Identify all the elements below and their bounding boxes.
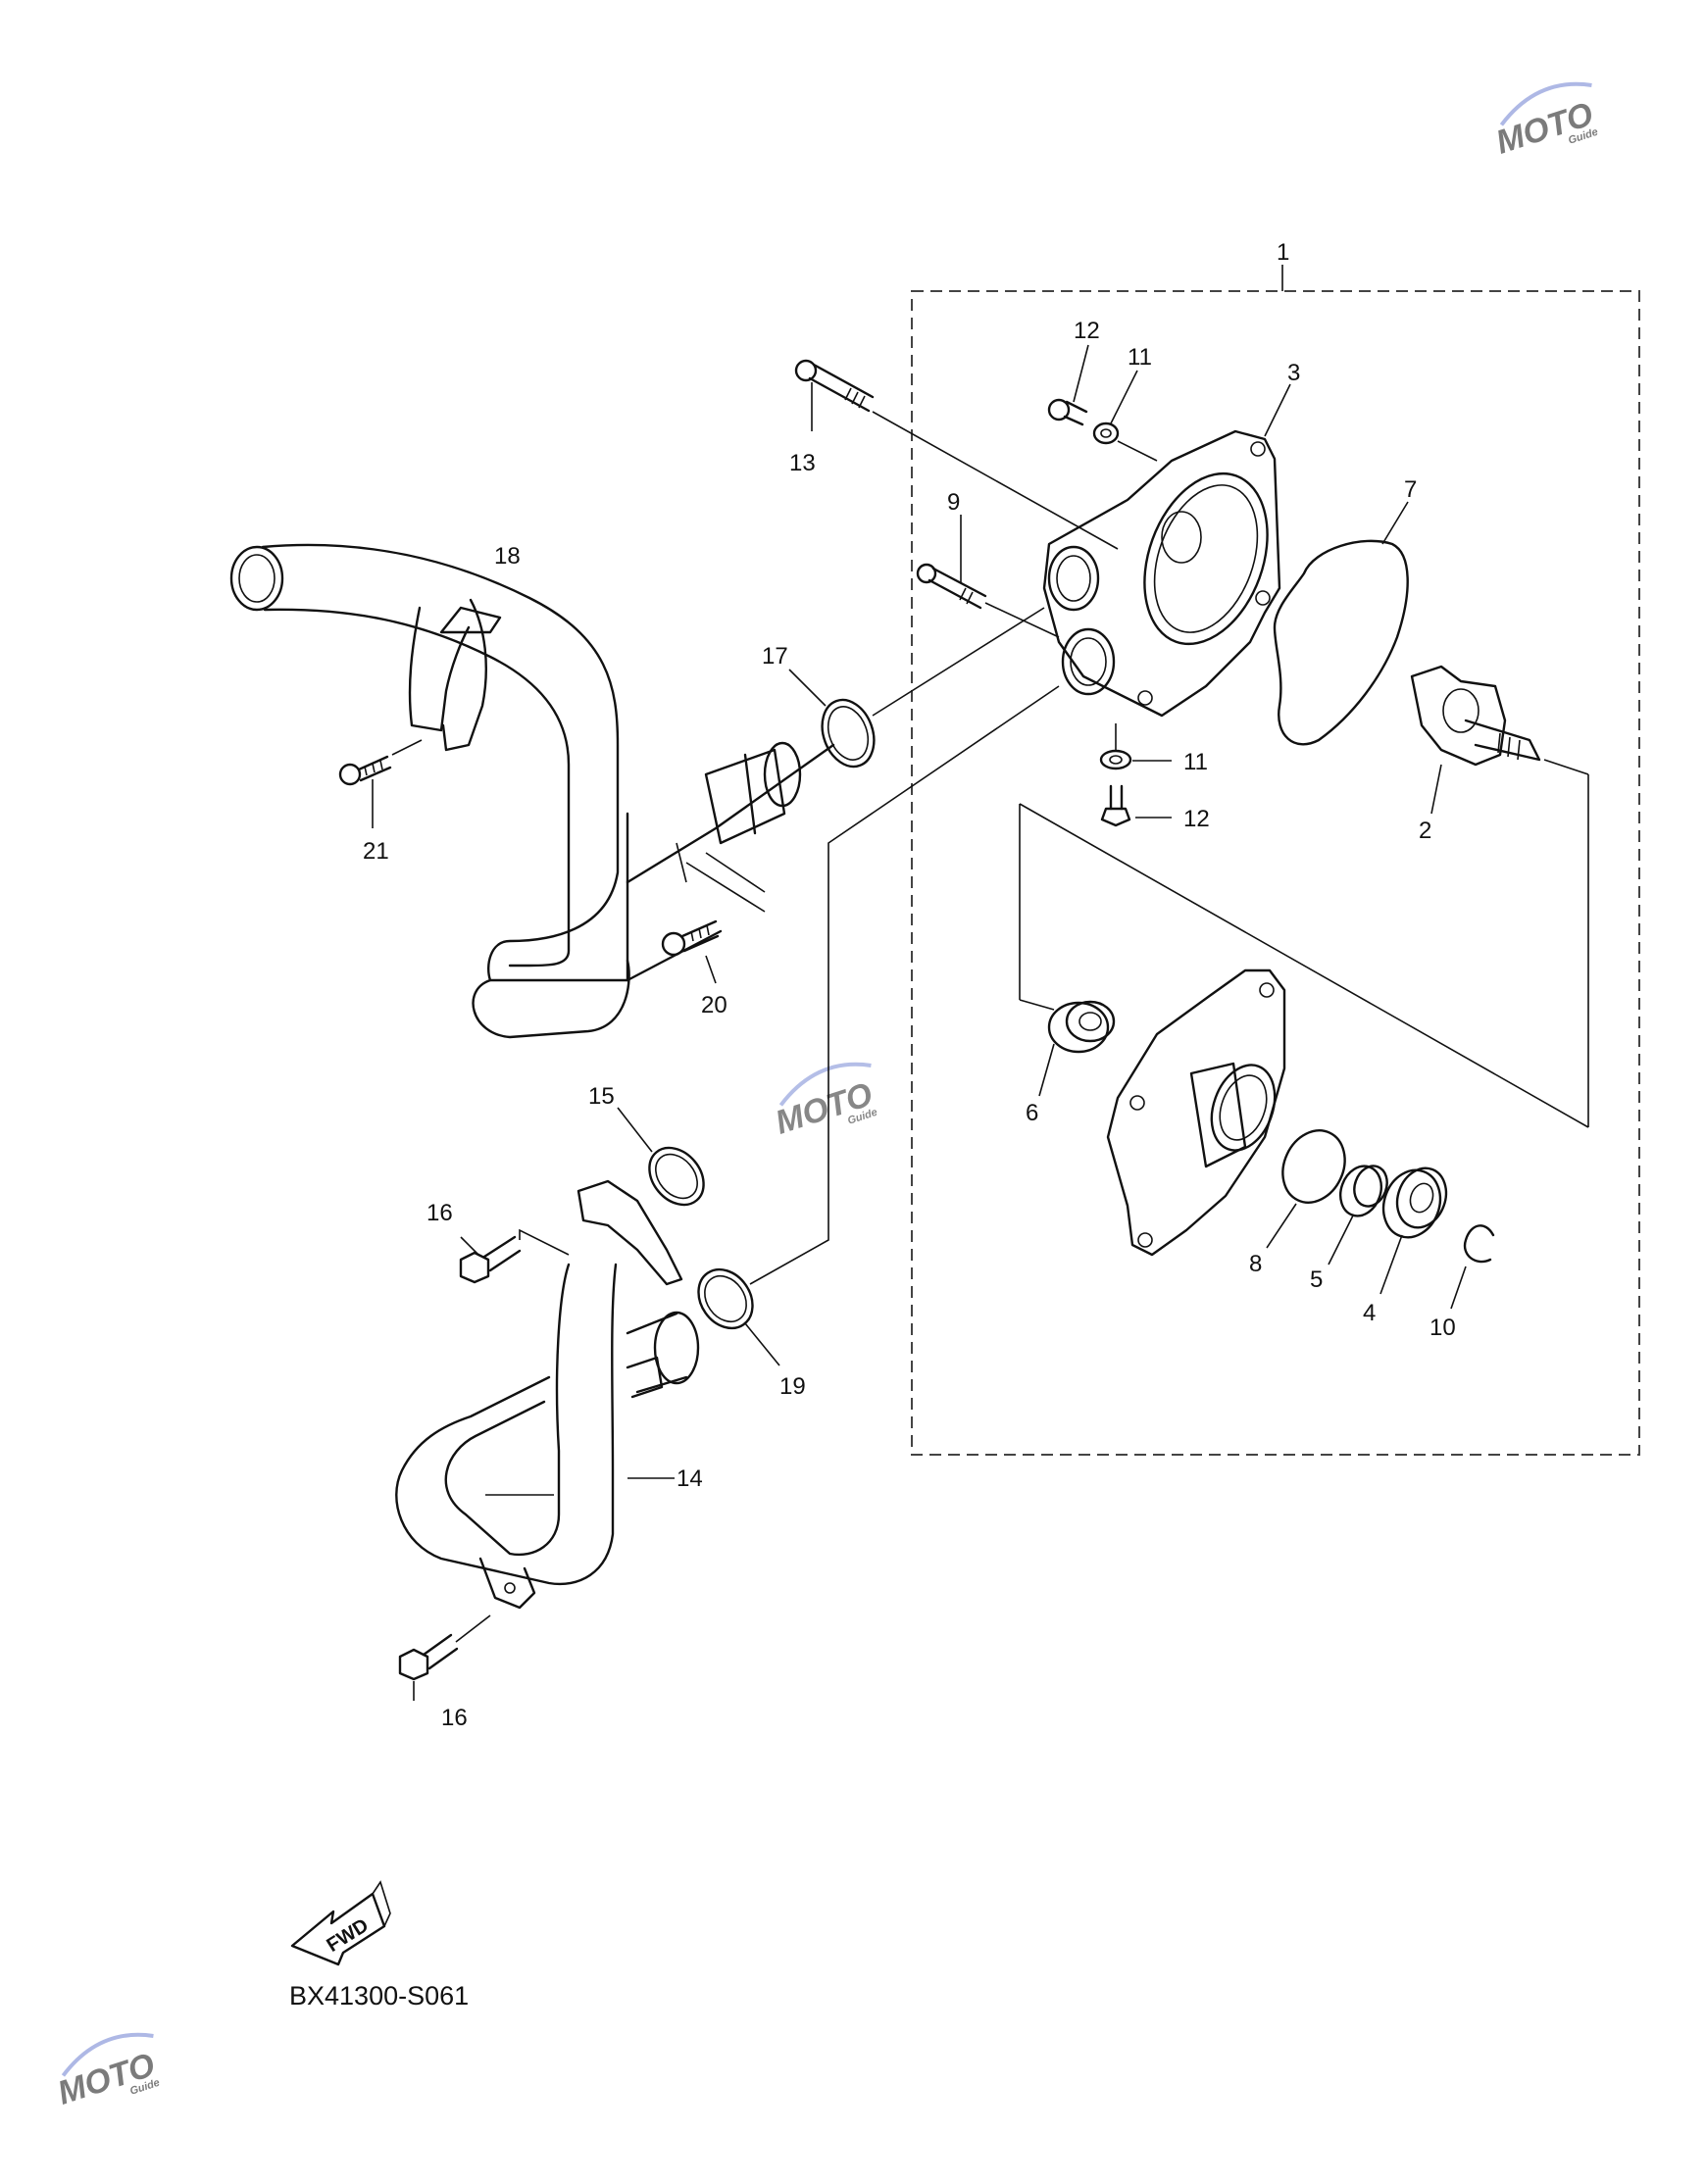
callout-7: 7: [1404, 476, 1417, 503]
assembly-boundary-box: [911, 290, 1640, 1456]
leader-line-11-top: [1110, 370, 1138, 424]
svg-text:MOTO: MOTO: [771, 1075, 877, 1141]
leader-line-20: [705, 955, 717, 984]
seal-5: [1339, 1165, 1388, 1217]
pump-housing-3: [1042, 429, 1281, 718]
bolt-16-top: [459, 1235, 522, 1284]
leader-line-16-top: [460, 1236, 479, 1256]
callout-16-top: 16: [426, 1200, 453, 1226]
callout-3: 3: [1287, 360, 1300, 386]
leader-line-7: [1381, 501, 1409, 545]
leader-line-6: [1038, 1043, 1055, 1097]
o-ring-8: [1281, 1129, 1346, 1204]
leader-line-5: [1328, 1215, 1354, 1266]
svg-text:MOTO: MOTO: [1491, 95, 1597, 161]
gasket-7: [1273, 539, 1409, 746]
bolt-12-bottom: [1100, 784, 1131, 827]
washer-11-bottom: [1099, 749, 1132, 770]
leader-line-19-to-housing: [749, 685, 1060, 1285]
leader-line-10: [1450, 1266, 1467, 1310]
circlip-10: [1463, 1224, 1495, 1264]
leader-line-box-diag: [1019, 803, 1589, 1128]
callout-21: 21: [363, 838, 389, 865]
callout-14: 14: [677, 1465, 703, 1492]
upper-coolant-hose: [229, 543, 835, 1039]
bolt-20: [661, 919, 720, 957]
o-ring-19: [697, 1267, 754, 1330]
oil-seal-6: [1047, 1000, 1116, 1054]
leader-line-9-to-housing: [984, 602, 1060, 638]
callout-12-top: 12: [1074, 318, 1100, 344]
callout-12-bottom: 12: [1183, 806, 1210, 832]
lower-coolant-hose-14: [395, 1179, 700, 1610]
leader-line-17-to-housing: [872, 607, 1045, 717]
leader-line-3: [1264, 383, 1291, 437]
callout-8: 8: [1249, 1251, 1262, 1277]
leader-line-4: [1379, 1234, 1403, 1295]
callout-19: 19: [779, 1373, 806, 1400]
hose-clamp-18: [408, 598, 502, 752]
callout-6: 6: [1026, 1100, 1038, 1126]
watermark-logo-top: MOTO Guide: [1491, 81, 1599, 162]
diagram-code: BX41300-S061: [289, 1981, 469, 2010]
bolt-12-top: [1047, 398, 1088, 426]
callout-2: 2: [1419, 818, 1431, 844]
callout-17: 17: [762, 643, 788, 670]
bolt-13: [794, 359, 875, 413]
callout-4: 4: [1363, 1300, 1376, 1326]
leader-line-2: [1430, 764, 1442, 815]
watermark-logo-middle: MOTO Guide: [771, 1062, 878, 1142]
callout-18: 18: [494, 543, 521, 570]
leader-line-17: [788, 669, 827, 707]
leader-line-16-top-to-hose: [519, 1228, 570, 1256]
callout-15: 15: [588, 1083, 615, 1110]
leader-line-16-bottom: [455, 1614, 491, 1643]
leader-line-11-top-to-housing: [1117, 440, 1158, 462]
callout-13: 13: [789, 450, 816, 476]
bolt-16-bottom: [398, 1633, 459, 1681]
leader-line-2-box: [1543, 759, 1589, 775]
callout-20: 20: [701, 992, 727, 1018]
impeller-2: [1410, 665, 1541, 767]
leader-line-6-box-h: [1019, 999, 1055, 1011]
callout-1: 1: [1277, 239, 1289, 266]
leader-line-12-top: [1073, 344, 1089, 403]
bolt-21: [338, 755, 392, 786]
svg-text:MOTO: MOTO: [53, 2046, 159, 2111]
leader-line-19: [744, 1322, 780, 1366]
leader-line-13-to-housing: [872, 411, 1119, 550]
leader-line-15: [617, 1107, 653, 1153]
pump-cover: [1106, 968, 1286, 1257]
fwd-arrow-icon: FWD: [290, 1880, 391, 1966]
callout-16-bottom: 16: [441, 1705, 468, 1731]
washer-11-top: [1092, 422, 1120, 445]
o-ring-17: [821, 698, 876, 769]
leader-line-21b: [391, 739, 423, 756]
leader-line-8: [1266, 1203, 1297, 1249]
bolt-9: [916, 563, 987, 610]
callout-5: 5: [1310, 1266, 1323, 1293]
upper-hose-fitting: [676, 741, 802, 913]
leader-line-housing-to-fitting: [705, 852, 766, 893]
callout-9: 9: [947, 489, 960, 516]
bearing-4: [1381, 1166, 1448, 1239]
watermark-logo-bottom: MOTO Guide: [53, 2032, 161, 2112]
callout-11-top: 11: [1128, 344, 1152, 371]
o-ring-15: [648, 1146, 705, 1207]
callout-10: 10: [1429, 1315, 1456, 1341]
callout-11-bottom: 11: [1183, 749, 1208, 775]
